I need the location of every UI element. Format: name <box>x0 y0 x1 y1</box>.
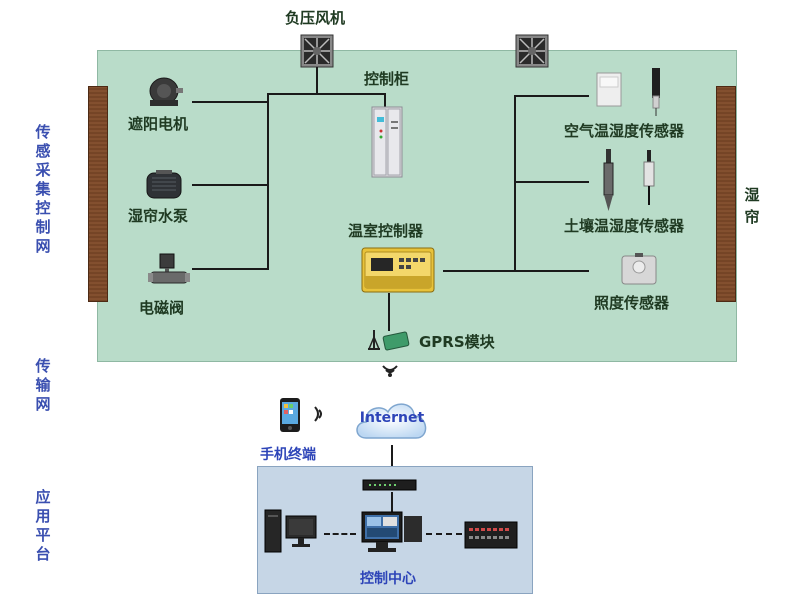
connector-line <box>324 533 356 535</box>
wireless-signal-icon <box>382 365 398 377</box>
cabinet-label: 控制柜 <box>364 70 410 88</box>
light-sensor-label: 照度传感器 <box>594 294 670 312</box>
connector-line <box>443 270 589 272</box>
control-cabinet-icon <box>371 106 403 178</box>
shade-motor-label: 遮阳电机 <box>128 115 189 133</box>
soil-sensor-probe-icon <box>603 149 614 211</box>
left-curtain <box>88 86 108 302</box>
connector-line <box>514 95 589 97</box>
control-center-label: 控制中心 <box>360 571 416 587</box>
layer-label-application: 应用平台 <box>35 488 51 563</box>
curtain-pump-label: 湿帘水泵 <box>128 207 189 225</box>
desktop-computer-icon <box>264 509 317 553</box>
server-panel-icon <box>464 521 518 549</box>
fan-icon <box>300 34 334 68</box>
network-switch-icon <box>362 479 417 491</box>
connector-line <box>384 93 386 107</box>
internet-cloud-icon <box>356 403 427 439</box>
air-sensor-box-icon <box>596 72 622 107</box>
layer-label-sensing: 传感采集控制网 <box>35 123 51 255</box>
solenoid-valve-icon <box>148 253 190 284</box>
greenhouse-controller-icon <box>361 247 435 293</box>
connector-line <box>391 492 393 515</box>
layer-label-transport: 传输网 <box>35 357 51 413</box>
connector-line <box>388 293 390 331</box>
mobile-phone-icon <box>280 398 300 432</box>
mobile-label: 手机终端 <box>260 447 316 463</box>
solenoid-valve-label: 电磁阀 <box>139 299 185 317</box>
connector-line <box>426 533 462 535</box>
right-curtain <box>716 86 736 302</box>
connector-line <box>316 67 318 94</box>
light-sensor-icon <box>621 253 657 285</box>
wireless-signal-icon <box>314 406 322 422</box>
air-sensor-label: 空气温湿度传感器 <box>564 122 685 140</box>
soil-sensor-label: 土壤温湿度传感器 <box>564 217 685 235</box>
curtain-pump-icon <box>146 170 182 199</box>
air-sensor-probe-icon <box>652 68 660 116</box>
controller-label: 温室控制器 <box>348 222 424 240</box>
fan-label: 负压风机 <box>285 9 346 27</box>
connector-line <box>391 445 393 478</box>
control-center-monitor-icon <box>361 511 422 552</box>
internet-label: Internet <box>359 410 425 426</box>
gprs-label: GPRS模块 <box>419 333 495 351</box>
connector-line <box>267 93 269 270</box>
wet-curtain-label: 湿帘 <box>744 186 760 226</box>
greenhouse-area <box>97 50 737 362</box>
connector-line <box>267 93 385 95</box>
fan-icon <box>515 34 549 68</box>
soil-sensor-cable-icon <box>643 150 655 205</box>
connector-line <box>514 95 516 271</box>
shade-motor-icon <box>149 77 183 106</box>
connector-line <box>192 184 268 186</box>
gprs-module-icon <box>368 330 410 351</box>
connector-line <box>514 181 589 183</box>
connector-line <box>192 101 268 103</box>
connector-line <box>192 268 268 270</box>
